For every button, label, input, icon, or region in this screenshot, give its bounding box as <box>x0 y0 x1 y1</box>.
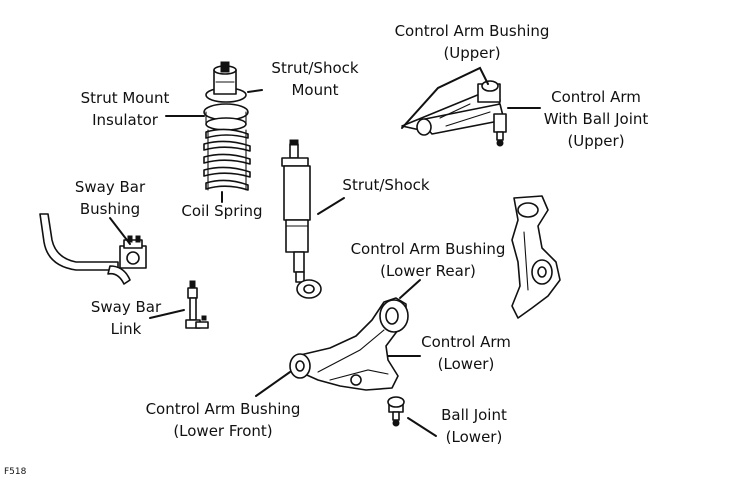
leader-sway-bar-link <box>149 309 185 319</box>
leader-cab-lower-front <box>255 371 291 397</box>
strut-shock-mount-part <box>205 61 247 103</box>
label-control-arm-lower: Control Arm (Lower) <box>421 333 511 373</box>
coil-spring-part <box>203 128 251 191</box>
label-strut-shock-mount: Strut/Shock Mount <box>271 59 359 99</box>
leader-ball-joint-lower <box>407 417 437 437</box>
upper-control-arm-part <box>401 80 507 147</box>
label-control-arm-bushing-lower-rear: Control Arm Bushing (Lower Rear) <box>350 240 506 280</box>
label-control-arm-upper: Control Arm With Ball Joint (Upper) <box>543 88 649 150</box>
label-strut-shock: Strut/Shock <box>342 176 430 194</box>
leader-cab-upper <box>401 66 489 129</box>
label-coil-spring: Coil Spring <box>181 202 263 220</box>
label-control-arm-bushing-upper: Control Arm Bushing (Upper) <box>394 22 550 62</box>
label-ball-joint-lower: Ball Joint (Lower) <box>441 406 507 446</box>
label-sway-bar-link: Sway Bar Link <box>90 298 162 338</box>
figure-id: F518 <box>4 467 27 477</box>
sway-bar-part <box>39 213 147 285</box>
leader-strut-shock-mount <box>247 89 263 93</box>
label-sway-bar-bushing: Sway Bar Bushing <box>74 178 146 218</box>
label-strut-mount-insulator: Strut Mount Insulator <box>80 89 170 129</box>
leader-strut-shock <box>317 197 345 215</box>
steering-knuckle-part <box>511 195 561 319</box>
label-control-arm-bushing-lower-front: Control Arm Bushing (Lower Front) <box>145 400 301 440</box>
lower-control-arm-part <box>289 297 409 391</box>
lower-ball-joint-part <box>387 396 405 427</box>
leader-lines <box>109 66 541 437</box>
strut-shock-part <box>281 139 322 299</box>
strut-mount-insulator-part <box>203 103 249 131</box>
sway-bar-link-part <box>185 280 209 329</box>
leader-sway-bar-bushing <box>109 217 131 245</box>
leader-cab-lower-rear <box>399 279 421 299</box>
